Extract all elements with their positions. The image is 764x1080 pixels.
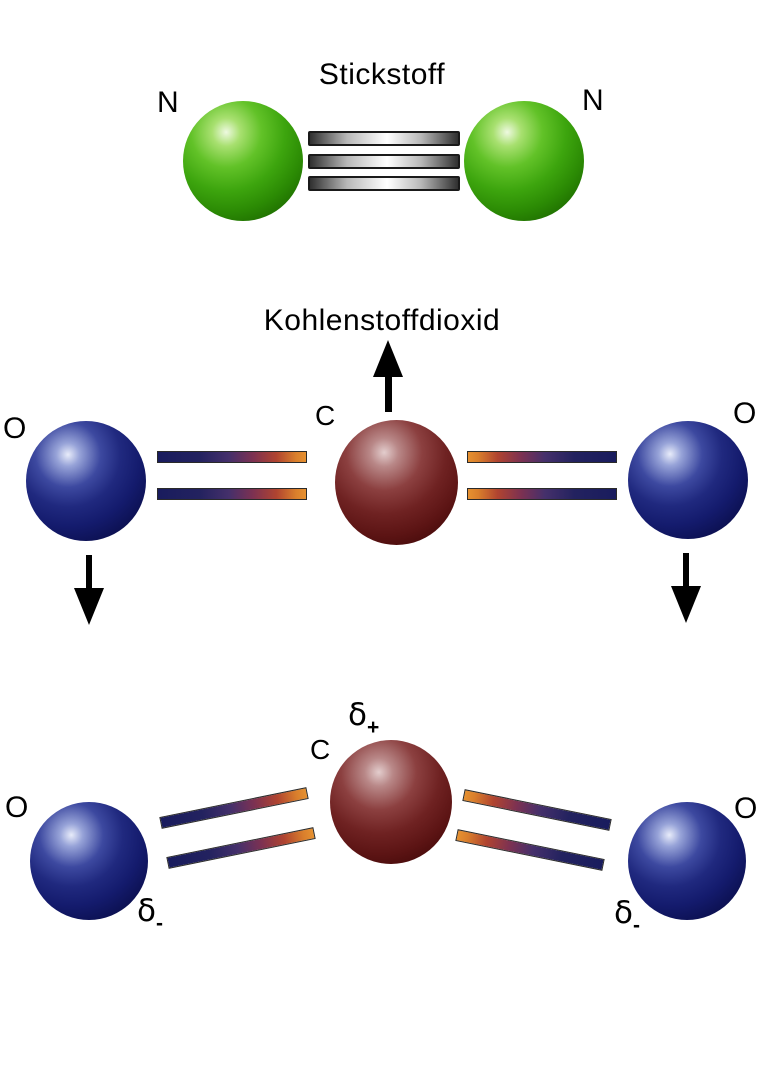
downward-arrow-icon-left [74, 555, 104, 625]
polar-co2-right-double-bond-lower [455, 829, 605, 871]
polar-co2-carbon-label: C [310, 734, 331, 765]
minus-sign-left: - [155, 912, 163, 935]
delta-plus-symbol: δ [348, 697, 367, 733]
co2-right-double-bond-lower [467, 488, 617, 500]
polar-co2-left-double-bond-lower [166, 827, 316, 869]
down-arrowhead-left [74, 588, 104, 625]
polar-co2-carbon-sphere [330, 740, 452, 864]
triple-bond-bar-top [308, 131, 460, 146]
polar-co2-left-oxygen-label: O [5, 791, 29, 824]
co2-left-double-bond-upper [157, 451, 307, 463]
co2-carbon-label: C [315, 400, 336, 431]
down-arrowhead-right [671, 586, 701, 623]
polar-co2-right-oxygen-sphere [628, 802, 746, 920]
delta-minus-symbol-left: δ [137, 893, 156, 929]
polar-co2-left-double-bond-upper [159, 787, 309, 829]
nitrogen-right-atom-sphere [464, 101, 584, 221]
upward-arrow-icon [371, 340, 405, 412]
carbon-dioxide-section-title: Kohlenstoffdioxid [263, 304, 501, 337]
down-arrow-stem-right [683, 553, 689, 586]
delta-plus-label: δ+ [348, 697, 380, 739]
nitrogen-left-atom-label: N [157, 86, 179, 119]
triple-bond-bar-bottom [308, 176, 460, 191]
delta-minus-label-right: δ- [614, 895, 640, 937]
co2-right-oxygen-label: O [733, 397, 757, 430]
downward-arrow-icon-right [671, 553, 701, 623]
co2-left-oxygen-sphere [26, 421, 146, 541]
minus-sign-right: - [632, 914, 640, 937]
delta-minus-label-left: δ- [137, 893, 163, 935]
nitrogen-right-atom-label: N [582, 84, 604, 117]
polar-co2-right-oxygen-label: O [734, 792, 758, 825]
co2-carbon-sphere [335, 420, 458, 545]
plus-sign: + [366, 716, 380, 739]
up-arrow-stem [384, 377, 392, 412]
nitrogen-left-atom-sphere [183, 101, 303, 221]
co2-right-double-bond-upper [467, 451, 617, 463]
polar-co2-left-oxygen-sphere [30, 802, 148, 920]
co2-left-double-bond-lower [157, 488, 307, 500]
up-arrowhead [373, 340, 403, 377]
co2-left-oxygen-label: O [3, 412, 27, 445]
down-arrow-stem-left [86, 555, 92, 588]
triple-bond-bar-middle [308, 154, 460, 169]
delta-minus-symbol-right: δ [614, 895, 633, 931]
co2-right-oxygen-sphere [628, 421, 748, 539]
nitrogen-section-title: Stickstoff [318, 58, 446, 91]
polar-co2-right-double-bond-upper [462, 789, 612, 831]
